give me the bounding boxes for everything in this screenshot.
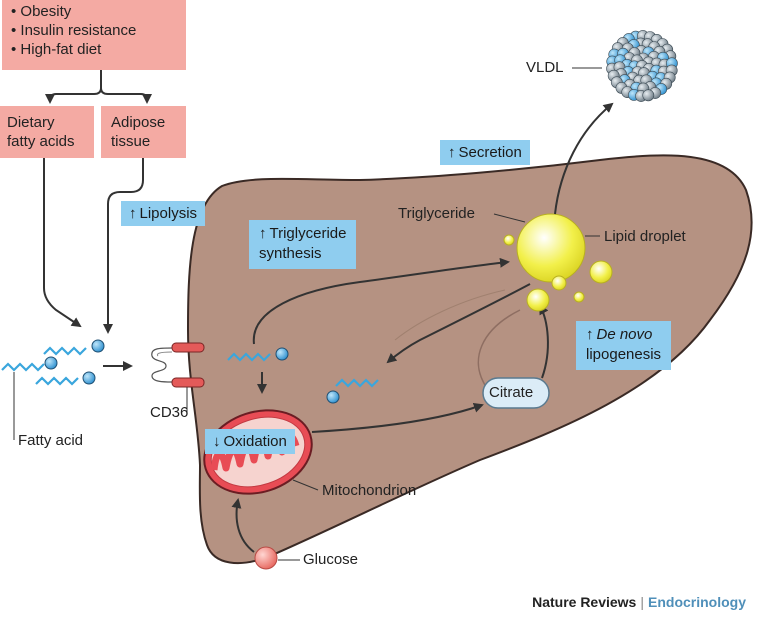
risk-factor-item: • High-fat diet	[11, 41, 102, 58]
glucose-node	[254, 546, 278, 570]
lipid-droplets	[503, 213, 613, 312]
journal-section: Endocrinology	[648, 594, 746, 610]
risk-branch-left	[45, 87, 102, 104]
dietary-arrow-path	[43, 158, 82, 328]
vldl-particle	[606, 30, 678, 102]
fatty-acid-group-outside	[1, 339, 105, 386]
triglyceride-pointer	[493, 213, 526, 223]
fatty-acid-new	[326, 378, 379, 404]
journal-credit: Nature Reviews|Endocrinology	[532, 594, 746, 610]
vldl-label: VLDL	[526, 59, 564, 76]
lipolysis-internal-arrow	[386, 283, 531, 364]
dietary-fatty-acids-box: Dietary fatty acids	[0, 106, 94, 158]
journal-name: Nature Reviews	[532, 594, 637, 610]
fatty-acid-label: Fatty acid	[18, 432, 84, 449]
lipogenesis-tag: ↑De novo lipogenesis	[576, 321, 672, 370]
mitochondrion-label: Mitochondrion	[322, 482, 417, 499]
tg-synthesis-arrow	[252, 257, 510, 345]
risk-factor-box: • Obesity • Insulin resistance • High-fa…	[2, 0, 186, 70]
tg-synthesis-tag: ↑Triglyceride synthesis	[249, 220, 357, 269]
secretion-arrow	[554, 102, 614, 215]
fatty-acid-inside	[227, 347, 289, 362]
secretion-tag: ↑Secretion	[440, 140, 530, 165]
lipid-droplet-label: Lipid droplet	[604, 228, 686, 245]
adipose-arrow-path	[103, 158, 144, 334]
lipolysis-tag: ↑Lipolysis	[121, 201, 206, 226]
liver-lobe-line-2	[394, 289, 506, 341]
risk-branch-right	[100, 87, 152, 104]
glucose-label: Glucose	[303, 551, 359, 568]
liver-lobe-line	[477, 309, 521, 386]
citrate-label: Citrate	[489, 384, 534, 401]
mito-to-citrate-arrow	[311, 402, 484, 433]
cd36-label: CD36	[150, 404, 189, 421]
triglyceride-label: Triglyceride	[398, 205, 475, 222]
oxidation-tag: ↓Oxidation	[205, 429, 295, 454]
mito-pointer	[292, 479, 319, 491]
glucose-to-mito-arrow	[231, 498, 255, 553]
cd36-transporter	[151, 342, 205, 388]
vldl-sphere	[642, 89, 655, 102]
citrate-node	[482, 377, 550, 409]
adipose-tissue-box: Adipose tissue	[101, 106, 186, 158]
risk-factor-item: • Obesity	[11, 3, 72, 20]
risk-factor-item: • Insulin resistance	[11, 22, 137, 39]
